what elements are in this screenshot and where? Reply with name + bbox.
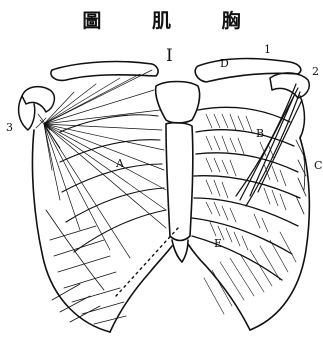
label-d: D — [220, 58, 229, 69]
label-a: A — [116, 158, 124, 169]
serratus-right — [296, 136, 306, 214]
label-3: 3 — [6, 122, 13, 133]
label-b: B — [256, 128, 264, 139]
label-e: E — [214, 238, 222, 249]
label-c: C — [314, 160, 322, 171]
clavicles — [51, 59, 301, 82]
label-2: 2 — [312, 66, 319, 77]
label-1: 1 — [264, 44, 271, 55]
sternum — [156, 82, 200, 263]
pectoralis-major — [36, 70, 166, 258]
label-roman-i: I — [166, 48, 173, 65]
dotted-border-line — [116, 228, 178, 296]
page-title: 圖 肌 胸 — [0, 6, 323, 33]
